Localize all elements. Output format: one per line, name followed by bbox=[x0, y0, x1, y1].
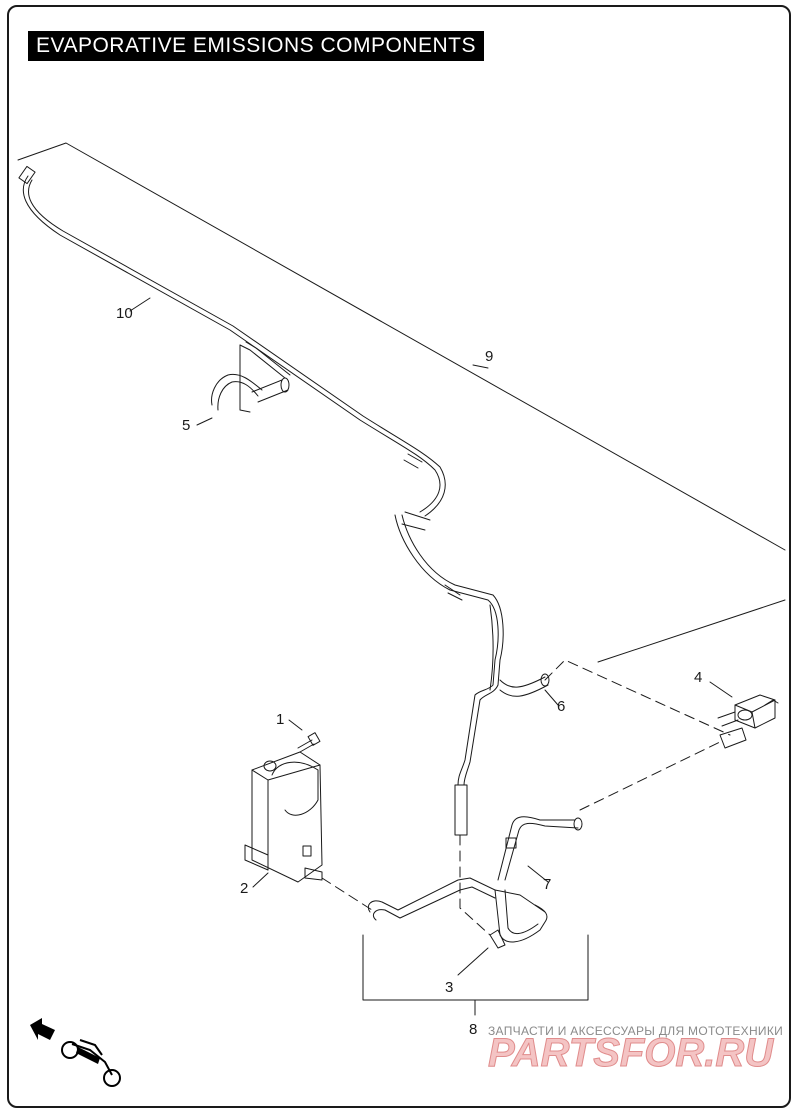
watermark-tagline: ЗАПЧАСТИ И АКСЕССУАРЫ ДЛЯ МОТОТЕХНИКИ bbox=[488, 1024, 783, 1038]
callout-10: 10 bbox=[116, 305, 133, 322]
callout-1: 1 bbox=[276, 711, 284, 728]
callout-4: 4 bbox=[694, 669, 702, 686]
callout-8: 8 bbox=[469, 1021, 477, 1038]
hose-part-5 bbox=[211, 341, 291, 413]
page-frame bbox=[7, 5, 791, 1108]
hose-assembly-part-8 bbox=[367, 877, 548, 949]
hose-part-6 bbox=[499, 673, 550, 697]
callout-9: 9 bbox=[485, 348, 493, 365]
callout-6: 6 bbox=[557, 698, 565, 715]
callout-3: 3 bbox=[445, 979, 453, 996]
vent-tube-9 bbox=[394, 453, 504, 836]
hose-part-7 bbox=[497, 816, 583, 881]
watermark-logo: PARTSFOR.RU bbox=[488, 1031, 774, 1075]
page-title: EVAPORATIVE EMISSIONS COMPONENTS bbox=[28, 31, 484, 61]
forward-arrow-motorcycle-icon bbox=[30, 1018, 121, 1087]
callout-7: 7 bbox=[543, 876, 551, 893]
vent-tube-10 bbox=[18, 165, 446, 517]
reference-lines bbox=[17, 142, 786, 1016]
canister-part-2 bbox=[244, 751, 323, 883]
bolt-part-1 bbox=[297, 732, 321, 753]
callout-5: 5 bbox=[182, 417, 190, 434]
dashed-hidden-lines bbox=[321, 659, 731, 936]
callout-2: 2 bbox=[240, 880, 248, 897]
purge-valve-part-4 bbox=[717, 694, 779, 749]
